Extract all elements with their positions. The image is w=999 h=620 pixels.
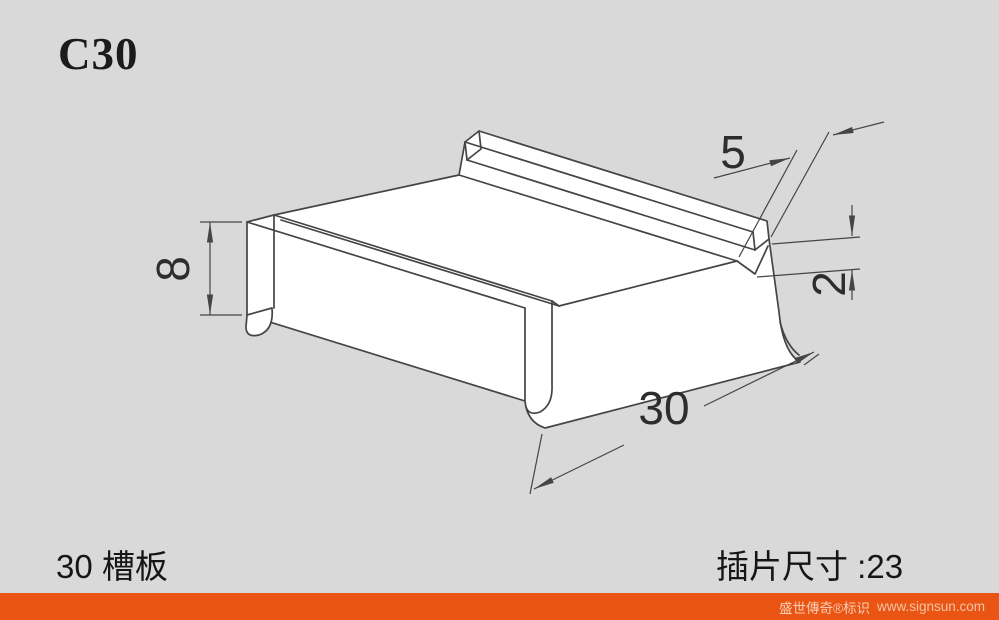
front-lip-left-end bbox=[245, 307, 274, 337]
dim-label-width: 30 bbox=[638, 382, 689, 434]
footer-watermark-bar: 盛世傳奇®标识 www.signsun.com bbox=[0, 593, 999, 620]
dimension-slot-width bbox=[713, 121, 885, 258]
dimension-arrow bbox=[713, 157, 791, 179]
dim-label-height: 8 bbox=[147, 256, 199, 282]
model-code-title: C30 bbox=[58, 29, 139, 79]
profile-silhouette bbox=[246, 130, 801, 429]
extension-line bbox=[756, 268, 861, 278]
dimension-line bbox=[533, 444, 625, 490]
dimension-width bbox=[529, 351, 820, 495]
dimension-slot-gap bbox=[756, 205, 861, 300]
dimension-height bbox=[200, 221, 242, 316]
extension-line bbox=[738, 149, 798, 258]
insert-size-caption: 插片尺寸 :23 bbox=[716, 548, 904, 585]
dim-label-slot-gap: 2 bbox=[803, 271, 855, 297]
brand-name: 盛世傳奇®标识 bbox=[779, 600, 870, 616]
extension-line bbox=[529, 433, 543, 495]
profile-body bbox=[245, 130, 801, 429]
product-name-caption: 30 槽板 bbox=[56, 548, 168, 585]
dimension-arrow bbox=[832, 121, 885, 136]
dim-label-slot-width: 5 bbox=[720, 126, 746, 178]
extension-line bbox=[771, 236, 861, 245]
dimension-line bbox=[703, 351, 815, 407]
extension-line bbox=[770, 131, 830, 238]
profile-edges bbox=[246, 130, 800, 415]
website-url: www.signsun.com bbox=[876, 599, 985, 614]
